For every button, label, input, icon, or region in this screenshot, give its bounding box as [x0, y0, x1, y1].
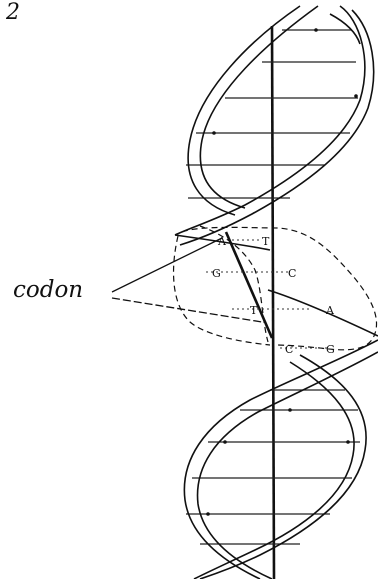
base-right-top: T — [262, 235, 270, 248]
base-bottom-c: C — [285, 343, 293, 356]
codon-region — [112, 226, 378, 350]
codon-label: codon — [13, 279, 83, 302]
helix-axis — [272, 26, 274, 579]
base-bottom-g: G — [326, 343, 335, 356]
base-right-mid: C — [288, 267, 296, 280]
lower-strands — [184, 340, 378, 579]
codon-pointer-upper — [112, 238, 222, 292]
base-left-top: A — [217, 235, 227, 248]
base-right-low: A — [325, 304, 335, 317]
base-left-mid: G — [212, 267, 221, 280]
upper-strands — [175, 6, 374, 245]
base-left-low: T — [250, 304, 258, 317]
